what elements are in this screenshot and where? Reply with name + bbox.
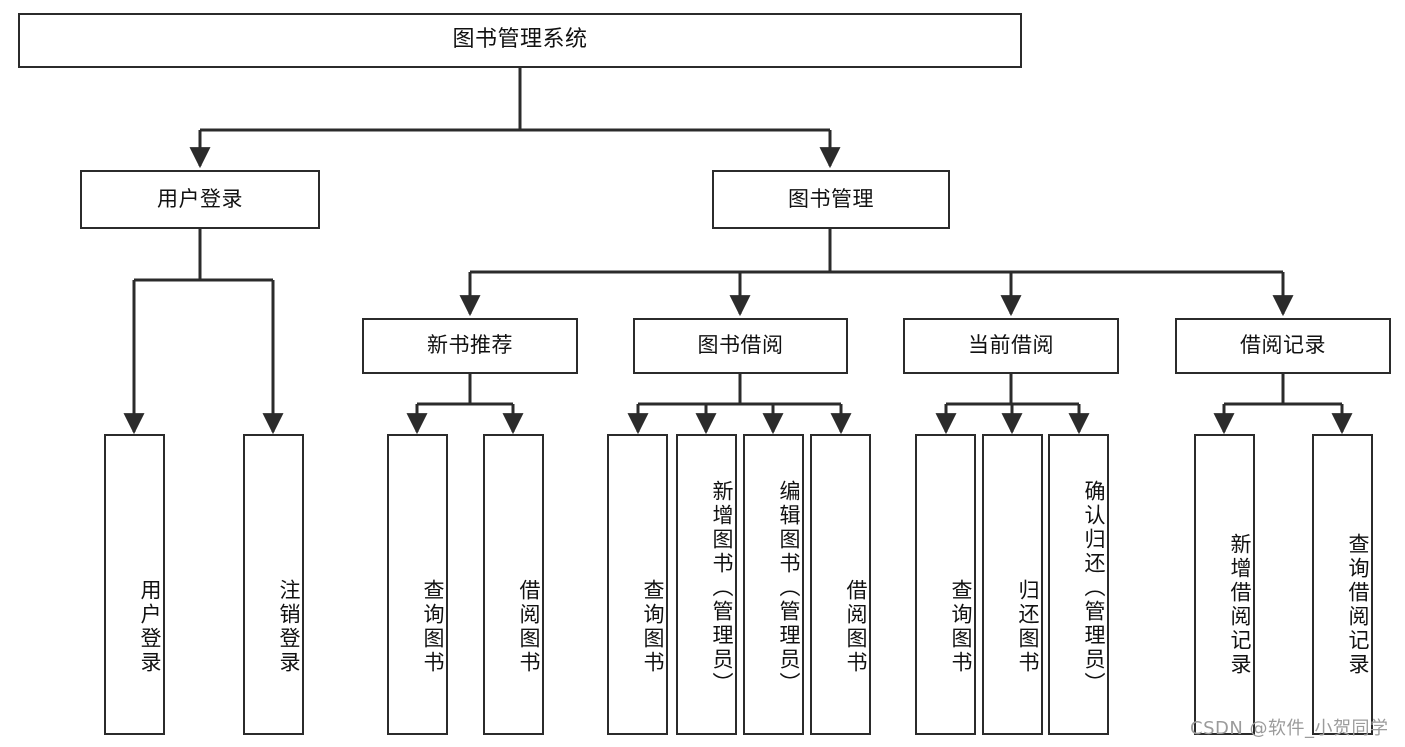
node-label: 新增图书（管理员） (710, 479, 734, 696)
leaf-new-book-borrow-book[interactable]: 借阅图书 (483, 434, 544, 735)
leaf-book-borrow-borrow-book[interactable]: 借阅图书 (810, 434, 871, 735)
node-label: 归还图书 (1016, 579, 1040, 675)
leaf-user-login-login[interactable]: 用户登录 (104, 434, 165, 735)
node-label: 当前借阅 (968, 333, 1054, 358)
leaf-book-borrow-query-book[interactable]: 查询图书 (607, 434, 668, 735)
node-label: 借阅图书 (844, 579, 868, 675)
leaf-book-borrow-add-book-admin[interactable]: 新增图书（管理员） (676, 434, 737, 735)
node-book-management[interactable]: 图书管理 (712, 170, 950, 229)
node-book-borrow[interactable]: 图书借阅 (633, 318, 848, 374)
leaf-borrow-record-query-record[interactable]: 查询借阅记录 (1312, 434, 1373, 735)
leaf-new-book-query-book[interactable]: 查询图书 (387, 434, 448, 735)
node-label: 查询图书 (949, 579, 973, 675)
watermark-csdn: CSDN @软件_小贺同学 (1190, 718, 1389, 739)
leaf-borrow-record-add-record[interactable]: 新增借阅记录 (1194, 434, 1255, 735)
node-label: 用户登录 (138, 579, 162, 675)
leaf-user-login-logout[interactable]: 注销登录 (243, 434, 304, 735)
leaf-current-borrow-confirm-return-admin[interactable]: 确认归还（管理员） (1048, 434, 1109, 735)
node-root-book-management-system[interactable]: 图书管理系统 (18, 13, 1022, 68)
node-new-book-recommend[interactable]: 新书推荐 (362, 318, 578, 374)
node-label: 借阅图书 (517, 579, 541, 675)
node-label: 图书借阅 (697, 333, 784, 358)
leaf-current-borrow-query-book[interactable]: 查询图书 (915, 434, 976, 735)
node-label: 编辑图书（管理员） (777, 479, 801, 696)
node-label: 确认归还（管理员） (1082, 479, 1106, 696)
node-current-borrow[interactable]: 当前借阅 (903, 318, 1119, 374)
node-label: 注销登录 (277, 579, 301, 675)
leaf-current-borrow-return-book[interactable]: 归还图书 (982, 434, 1043, 735)
node-label: 新增借阅记录 (1228, 532, 1252, 677)
node-label: 用户登录 (157, 186, 243, 211)
node-label: 图书管理系统 (452, 27, 588, 53)
node-label: 新书推荐 (427, 333, 513, 358)
node-label: 图书管理 (788, 186, 874, 211)
node-user-login[interactable]: 用户登录 (80, 170, 320, 229)
node-label: 查询借阅记录 (1346, 532, 1370, 677)
node-label: 查询图书 (421, 579, 445, 675)
node-borrow-record[interactable]: 借阅记录 (1175, 318, 1391, 374)
node-label: 借阅记录 (1240, 333, 1326, 358)
node-label: 查询图书 (641, 579, 665, 675)
leaf-book-borrow-edit-book-admin[interactable]: 编辑图书（管理员） (743, 434, 804, 735)
